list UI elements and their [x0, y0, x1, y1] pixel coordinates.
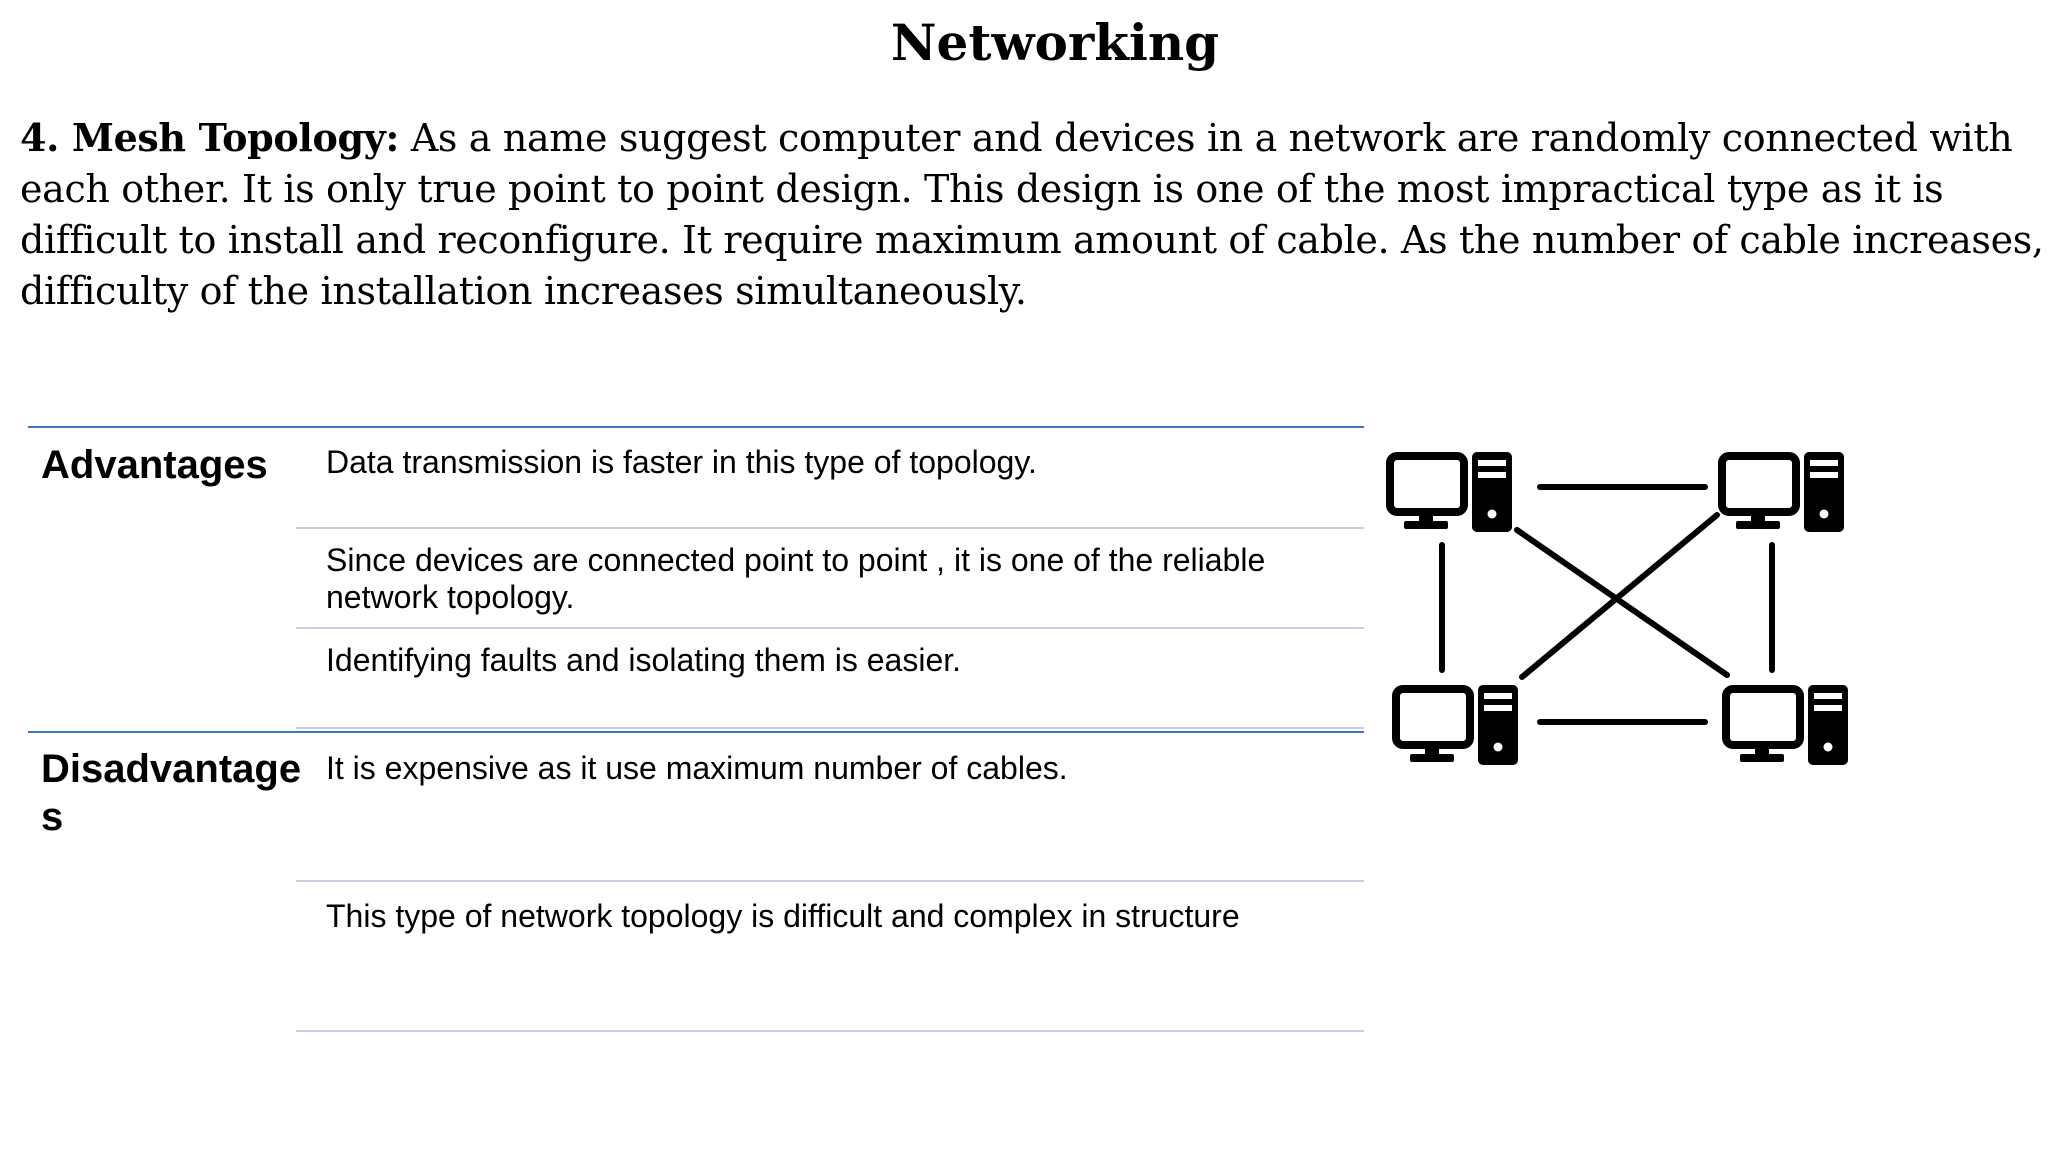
desktop-computer-icon [1722, 452, 1844, 532]
disadvantage-row-2: This type of network topology is difficu… [326, 898, 1240, 934]
advantages-top-border [28, 426, 1364, 428]
intro-text: As a name suggest computer and devices i… [20, 116, 2044, 313]
desktop-computer-icon [1390, 452, 1512, 532]
row-divider [296, 727, 1364, 729]
row-divider [296, 1030, 1364, 1032]
intro-paragraph: 4. Mesh Topology: As a name suggest comp… [20, 112, 2048, 317]
row-divider [296, 880, 1364, 882]
disadvantage-row-1: It is expensive as it use maximum number… [326, 750, 1068, 786]
advantages-label: Advantages [41, 443, 268, 487]
advantage-row-2: Since devices are connected point to poi… [326, 542, 1266, 615]
advantage-row-3: Identifying faults and isolating them is… [326, 642, 962, 678]
desktop-computer-icon [1396, 685, 1518, 765]
desktop-computer-icon [1726, 685, 1848, 765]
disadvantages-top-border [28, 731, 1364, 733]
page-title: Networking [890, 13, 1220, 72]
row-divider [296, 527, 1364, 529]
row-divider [296, 627, 1364, 629]
advantage-row-1: Data transmission is faster in this type… [326, 444, 1037, 480]
connection-lines [1439, 484, 1775, 725]
mesh-topology-diagram [1382, 440, 1862, 770]
disadvantages-label: Disadvantage s [41, 747, 302, 839]
intro-lead: 4. Mesh Topology: [20, 115, 400, 160]
